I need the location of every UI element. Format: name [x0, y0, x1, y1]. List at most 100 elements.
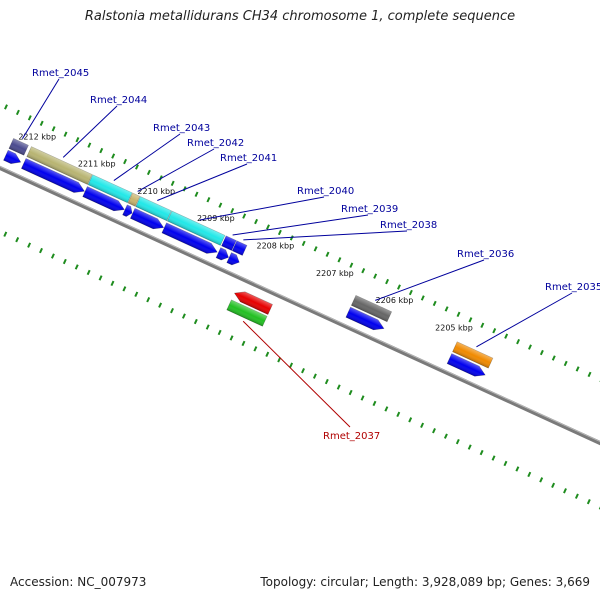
outer-tick-mark [254, 218, 259, 225]
cds-arrow-rmet_2044[interactable] [21, 158, 86, 196]
outer-tick-mark [289, 235, 294, 241]
gene-feature-rmet_2040[interactable] [166, 210, 226, 246]
kbp-label: 2207 kbp [316, 269, 354, 278]
inner-tick-mark [563, 488, 567, 494]
inner-tick-mark [491, 455, 496, 461]
gene-label-rmet_2044[interactable]: Rmet_2044 [90, 95, 147, 106]
outer-tick-mark [575, 366, 580, 372]
gene-label-rmet_2041[interactable]: Rmet_2041 [220, 153, 277, 164]
leader-line-rmet_2038 [243, 230, 408, 241]
page-title: Ralstonia metallidurans CH34 chromosome … [84, 9, 516, 24]
outer-tick-mark [385, 278, 390, 285]
gene-label-rmet_2038[interactable]: Rmet_2038 [380, 220, 437, 231]
gene-feature-rmet_2038[interactable] [231, 240, 248, 256]
inner-tick-mark [384, 406, 389, 412]
inner-tick-mark [181, 313, 186, 319]
cds-arrow-rmet_2035-shading [447, 353, 486, 377]
gene-feature-rmet_2037[interactable] [232, 288, 273, 315]
inner-tick-mark [479, 449, 484, 456]
kbp-label: 2206 kbp [376, 296, 414, 305]
cds-arrow-rmet_2039-shading [216, 247, 229, 261]
gene-label-rmet_2036[interactable]: Rmet_2036 [457, 249, 514, 260]
inner-tick-mark [360, 395, 365, 401]
cds-box-rmet_2037-shading [226, 299, 268, 327]
outer-tick-mark [277, 229, 282, 236]
cds-arrow-rmet_2038[interactable] [226, 252, 242, 268]
gene-feature-rmet_2045[interactable] [8, 138, 29, 156]
gene-label-rmet_2042[interactable]: Rmet_2042 [187, 138, 244, 149]
cds-arrow-rmet_2041[interactable] [129, 208, 166, 232]
gene-feature-rmet_2042[interactable] [127, 192, 141, 207]
inner-tick-mark [205, 324, 210, 330]
footer-accession: Accession: NC_007973 [10, 575, 147, 589]
gene-label-rmet_2039[interactable]: Rmet_2039 [341, 204, 398, 215]
cds-arrow-rmet_2040-shading [161, 222, 218, 254]
gene-feature-rmet_2039[interactable] [221, 235, 237, 251]
inner-tick-mark [229, 335, 234, 341]
gene-feature-rmet_2039-shading [221, 235, 237, 251]
outer-tick-mark [99, 147, 104, 154]
outer-tick-mark [551, 355, 556, 361]
inner-tick-mark [432, 428, 436, 434]
inner-tick-mark [15, 236, 20, 243]
outer-tick-mark [432, 300, 437, 307]
cds-arrow-rmet_2043[interactable] [82, 186, 127, 215]
outer-tick-mark [408, 289, 413, 296]
gene-feature-rmet_2042-shading [128, 193, 140, 207]
gene-feature-rmet_2044-shading [26, 146, 93, 185]
gene-label-rmet_2037[interactable]: Rmet_2037 [323, 431, 380, 442]
outer-tick-mark [587, 371, 592, 378]
cds-arrow-rmet_2040[interactable] [161, 222, 220, 257]
outer-tick-mark [468, 317, 473, 323]
cds-arrow-rmet_2035[interactable] [446, 353, 487, 380]
gene-label-rmet_2035[interactable]: Rmet_2035 [545, 282, 600, 293]
gene-feature-rmet_2041[interactable] [135, 196, 172, 222]
gene-feature-rmet_2044[interactable] [26, 146, 93, 185]
gene-label-rmet_2040[interactable]: Rmet_2040 [297, 186, 354, 197]
outer-tick-mark [420, 295, 425, 301]
inner-tick-mark [443, 433, 448, 439]
inner-tick-mark [86, 269, 91, 276]
gene-feature-rmet_2043-shading [88, 174, 133, 203]
leader-line-rmet_2036 [375, 259, 485, 301]
outer-tick-mark [206, 197, 211, 203]
cds-arrow-rmet_2045[interactable] [3, 149, 23, 167]
cds-arrow-rmet_2042[interactable] [122, 204, 135, 218]
leader-line-rmet_2040 [199, 196, 325, 221]
cds-arrow-rmet_2044-shading [21, 158, 85, 193]
cds-box-rmet_2037[interactable] [226, 299, 268, 327]
inner-tick-mark [289, 362, 294, 368]
inner-tick-mark [146, 297, 151, 303]
outer-tick-mark [325, 251, 330, 258]
inner-tick-mark [50, 253, 55, 259]
inner-tick-mark [241, 340, 246, 347]
inner-tick-mark [586, 498, 591, 505]
gene-feature-rmet_2043[interactable] [87, 174, 133, 204]
gene-label-rmet_2045[interactable]: Rmet_2045 [32, 68, 89, 79]
inner-tick-mark [62, 258, 67, 265]
cds-arrow-rmet_2036[interactable] [345, 306, 386, 333]
gene-label-rmet_2043[interactable]: Rmet_2043 [153, 123, 210, 134]
gene-feature-rmet_2036[interactable] [350, 294, 393, 323]
inner-tick-mark [265, 351, 270, 357]
leader-line-rmet_2037 [242, 320, 351, 428]
outer-tick-mark [218, 202, 223, 208]
gene-feature-rmet_2038-shading [232, 240, 247, 256]
inner-tick-mark [503, 460, 508, 467]
outer-tick-mark [194, 191, 199, 197]
inner-tick-mark [455, 438, 460, 445]
outer-tick-mark [146, 169, 151, 176]
inner-tick-mark [301, 367, 305, 374]
outer-tick-mark [123, 158, 128, 165]
cds-arrow-rmet_2038-shading [226, 252, 240, 265]
inner-tick-mark [527, 471, 532, 478]
outer-tick-mark [444, 306, 449, 312]
gene-feature-rmet_2035[interactable] [452, 341, 494, 369]
cds-arrow-rmet_2039[interactable] [215, 247, 231, 263]
outer-tick-mark [39, 120, 44, 127]
inner-tick-mark [39, 247, 43, 254]
inner-tick-mark [253, 346, 258, 352]
cds-arrow-rmet_2042-shading [122, 204, 133, 217]
cds-arrow-rmet_2036-shading [345, 307, 384, 330]
